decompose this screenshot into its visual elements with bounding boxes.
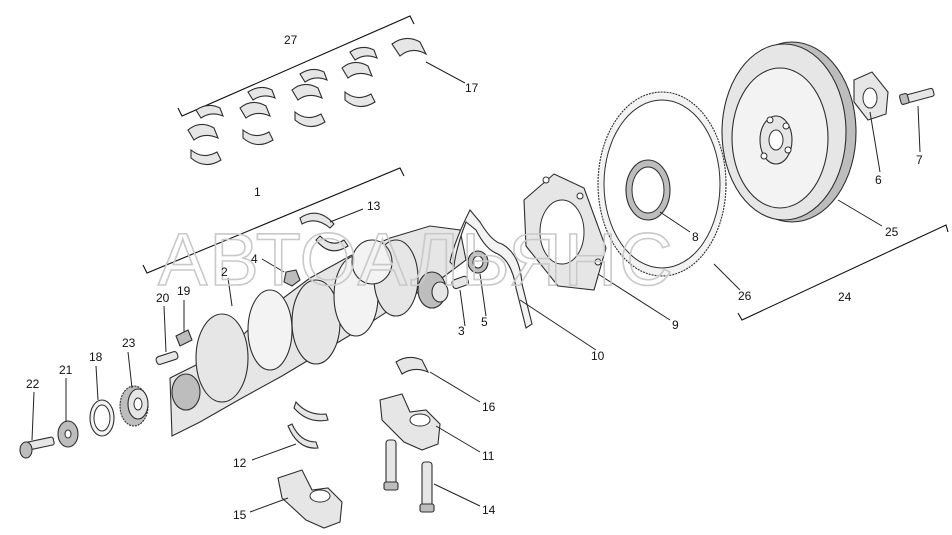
main-bearing-cap-15 (277, 469, 343, 529)
bracket-1 (142, 167, 405, 274)
callout-21: 21 (59, 363, 73, 377)
gasket-10 (449, 209, 533, 329)
callout-5: 5 (481, 315, 488, 329)
watermark-text: АВТОАЛЬЯНС (158, 218, 675, 301)
callout-23: 23 (122, 336, 136, 350)
callout-26: 26 (738, 289, 752, 303)
upper-bearing-shells (187, 37, 428, 166)
callout-20: 20 (156, 291, 170, 305)
bolt-plate-6 (853, 71, 889, 121)
callout-22: 22 (26, 377, 40, 391)
callout-7: 7 (916, 153, 923, 167)
cap-bolt-14a (383, 439, 399, 491)
callout-labels: 27 17 1 13 4 2 3 5 10 9 8 26 24 25 6 7 1… (26, 33, 923, 522)
callout-14: 14 (482, 503, 496, 517)
rear-oil-seal-8 (625, 159, 671, 221)
pin-3 (451, 275, 469, 290)
callout-9: 9 (672, 318, 679, 332)
callout-16: 16 (482, 400, 496, 414)
callout-2: 2 (221, 265, 228, 279)
main-bearing-cap-11 (379, 393, 441, 451)
thrust-washer-13 (299, 212, 349, 252)
callout-1: 1 (254, 185, 261, 199)
callout-11: 11 (482, 449, 495, 463)
plug-4 (283, 269, 301, 287)
seal-housing-9 (523, 173, 607, 291)
callout-24: 24 (838, 290, 852, 304)
callout-8: 8 (692, 230, 699, 244)
cap-bolt-14b (419, 461, 435, 513)
callout-27: 27 (284, 33, 298, 47)
bearing-shell-16 (395, 356, 430, 375)
callout-10: 10 (591, 349, 605, 363)
flywheel-25 (721, 41, 857, 223)
oil-seal-5 (467, 250, 489, 274)
callout-6: 6 (875, 173, 882, 187)
leader-lines (31, 61, 921, 513)
bracket-24 (737, 224, 949, 321)
key-19 (175, 329, 193, 347)
callout-25: 25 (885, 225, 899, 239)
crankshaft (169, 225, 467, 437)
callout-13: 13 (367, 199, 381, 213)
callout-17: 17 (465, 81, 479, 95)
ring-18 (89, 399, 115, 437)
thrust-washer-12 (287, 400, 329, 449)
callout-4: 4 (251, 252, 258, 266)
key-20 (155, 351, 179, 365)
callout-15: 15 (233, 508, 247, 522)
callout-3: 3 (458, 324, 465, 338)
bracket-27 (177, 15, 415, 117)
flywheel-bolt-7 (899, 87, 935, 105)
bolt-22 (19, 436, 55, 459)
callout-19: 19 (177, 284, 191, 298)
callout-18: 18 (89, 350, 103, 364)
timing-gear-23 (119, 385, 149, 427)
callout-12: 12 (233, 456, 247, 470)
washer-21 (57, 420, 79, 448)
